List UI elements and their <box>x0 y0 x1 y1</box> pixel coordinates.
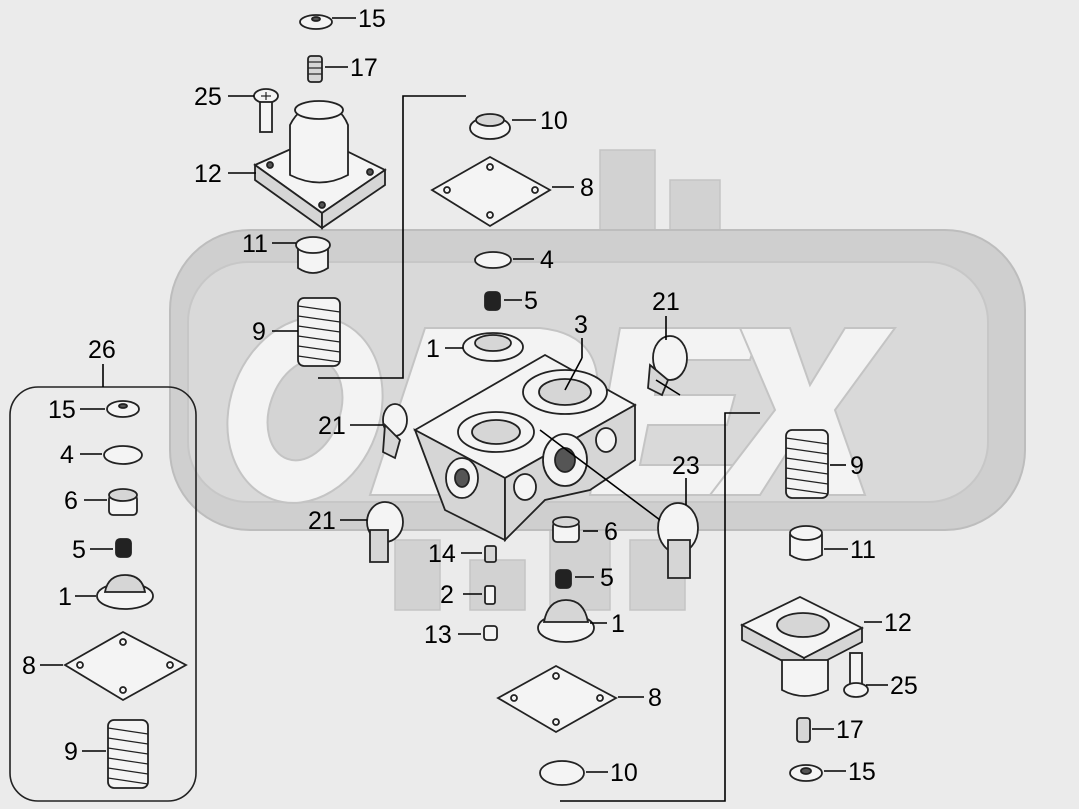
cup-11-right <box>789 525 823 561</box>
assembly-lines <box>318 95 760 802</box>
kit-callout-6: 6 <box>64 487 78 515</box>
gasket-8-top <box>430 155 552 228</box>
callout-10: 10 <box>540 107 568 135</box>
callout-14: 14 <box>428 540 456 568</box>
callout-labels: 15 17 25 12 11 9 10 8 4 5 21 3 1 21 9 23… <box>22 5 918 787</box>
kit-callout-1: 1 <box>58 583 72 611</box>
nut-13 <box>483 625 498 641</box>
diaphragm-1-top <box>462 332 524 362</box>
callout-9: 9 <box>252 318 266 346</box>
pin-2 <box>484 585 496 605</box>
kit-gasket-8 <box>63 630 188 702</box>
kit-ring-4 <box>103 445 143 465</box>
kit-callout-9: 9 <box>64 738 78 766</box>
gasket-8-bottom <box>496 664 618 734</box>
cap-part-15-top <box>299 14 333 30</box>
callout-11: 11 <box>850 536 876 564</box>
cover-12-top <box>253 100 387 230</box>
callout-10: 10 <box>610 759 638 787</box>
callout-21: 21 <box>318 412 346 440</box>
leader-lines <box>40 17 888 773</box>
fitting-21-top-right <box>647 335 688 397</box>
ring-4-top <box>474 251 512 269</box>
set-screw-17-bottom <box>796 717 811 743</box>
callout-15: 15 <box>358 5 386 33</box>
spring-9-top <box>297 297 341 367</box>
fitting-21-left <box>382 403 408 460</box>
valve-body-3 <box>413 353 637 543</box>
callout-11: 11 <box>242 230 268 258</box>
callout-8: 8 <box>648 684 662 712</box>
callout-25: 25 <box>890 672 918 700</box>
screw-25-bottom <box>843 652 869 698</box>
cap-10-top <box>469 113 511 140</box>
spring-5-top <box>484 291 501 311</box>
kit-label-26: 26 <box>88 336 116 364</box>
kit-26-outline <box>9 364 197 802</box>
callout-9: 9 <box>850 452 864 480</box>
fitting-23 <box>657 502 699 579</box>
kit-callout-4: 4 <box>60 441 74 469</box>
kit-cap-15 <box>106 400 140 418</box>
callout-1: 1 <box>426 335 440 363</box>
screw-25-top <box>253 88 279 133</box>
callout-3: 3 <box>574 311 588 339</box>
kit-piston-6 <box>108 488 138 516</box>
callout-5: 5 <box>600 564 614 592</box>
kit-callout-8: 8 <box>22 652 36 680</box>
callout-6: 6 <box>604 518 618 546</box>
callout-12: 12 <box>194 160 222 188</box>
callout-2: 2 <box>440 581 454 609</box>
callout-1: 1 <box>611 610 625 638</box>
callout-17: 17 <box>350 54 378 82</box>
spring-9-right <box>785 429 829 499</box>
callout-13: 13 <box>424 621 452 649</box>
callout-15: 15 <box>848 758 876 786</box>
spring-5-center <box>555 569 572 589</box>
kit-callout-15: 15 <box>48 396 76 424</box>
kit-spring-9 <box>107 719 149 789</box>
fitting-21-bottom-left <box>366 501 404 563</box>
set-screw-17-top <box>307 55 323 83</box>
kit-spring-5 <box>115 538 132 558</box>
callout-21: 21 <box>308 507 336 535</box>
cover-12-bottom <box>740 595 864 697</box>
diaphragm-1-bottom <box>537 599 595 643</box>
callout-8: 8 <box>580 174 594 202</box>
callout-25: 25 <box>194 83 222 111</box>
kit-callout-5: 5 <box>72 536 86 564</box>
cap-15-bottom <box>789 764 823 782</box>
callout-23: 23 <box>672 452 700 480</box>
callout-21: 21 <box>652 288 680 316</box>
cap-10-bottom <box>539 760 585 786</box>
cup-11-top <box>295 236 331 274</box>
piston-6-center <box>552 516 580 543</box>
callout-4: 4 <box>540 246 554 274</box>
callout-5: 5 <box>524 287 538 315</box>
spring-14 <box>484 545 497 563</box>
callout-12: 12 <box>884 609 912 637</box>
callout-17: 17 <box>836 716 864 744</box>
kit-diaphragm-1 <box>96 574 154 610</box>
